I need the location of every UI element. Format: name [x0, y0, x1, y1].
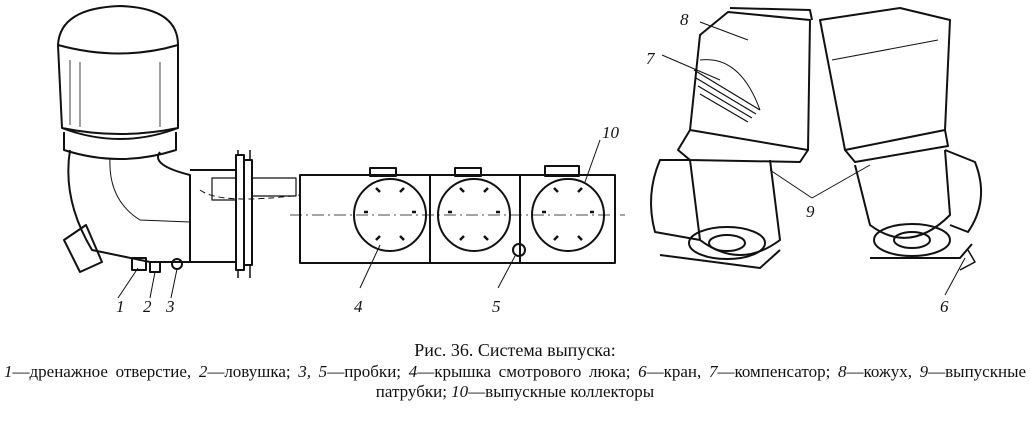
leader-lines — [117, 21, 966, 299]
legend-text: —крышка смотрового люка; — [417, 362, 639, 381]
legend-num: 8 — [837, 362, 847, 381]
label-4: 4 — [354, 297, 363, 316]
legend-text: —выпускные коллекторы — [468, 382, 655, 401]
legend-text: —дренажное отверстие, — [12, 362, 199, 381]
legend-num: 3, 5 — [298, 362, 328, 381]
legend-num: 6 — [638, 362, 647, 381]
label-7: 7 — [646, 49, 656, 68]
legend-text: —кран, — [646, 362, 709, 381]
legend-text: —кожух, — [846, 362, 920, 381]
left-stack — [650, 7, 813, 269]
legend-num: 10 — [451, 382, 469, 401]
legend-num: 2 — [198, 362, 208, 381]
legend-num: 9 — [919, 362, 929, 381]
figure-caption: Рис. 36. Система выпуска: 1—дренажное от… — [0, 340, 1030, 402]
elbow-pipe — [63, 149, 237, 273]
right-stack — [819, 7, 983, 271]
caption-title: Рис. 36. Система выпуска: — [414, 340, 616, 360]
label-3: 3 — [165, 297, 175, 316]
legend-text: —компенсатор; — [717, 362, 838, 381]
label-6: 6 — [940, 297, 949, 316]
legend-num: 1 — [4, 362, 13, 381]
exhaust-collector — [290, 165, 625, 264]
label-1: 1 — [116, 297, 125, 316]
legend-num: 4 — [408, 362, 418, 381]
exhaust-system-drawing: 1 2 3 4 5 6 7 8 9 10 — [57, 5, 983, 316]
legend-text: —пробки; — [327, 362, 409, 381]
flange-joint — [199, 150, 301, 278]
label-9: 9 — [806, 202, 815, 221]
inspection-hatch-covers — [353, 178, 605, 257]
label-10: 10 — [602, 123, 620, 142]
label-5: 5 — [492, 297, 501, 316]
caption-legend: 1—дренажное отверстие, 2—ловушка; 3, 5—п… — [0, 362, 1030, 402]
housing-cylinder — [57, 5, 179, 160]
legend-text: —ловушка; — [207, 362, 299, 381]
label-2: 2 — [143, 297, 152, 316]
label-8: 8 — [680, 10, 689, 29]
legend-text: —выпускные патрубки; — [375, 362, 1027, 401]
legend-num: 7 — [708, 362, 718, 381]
